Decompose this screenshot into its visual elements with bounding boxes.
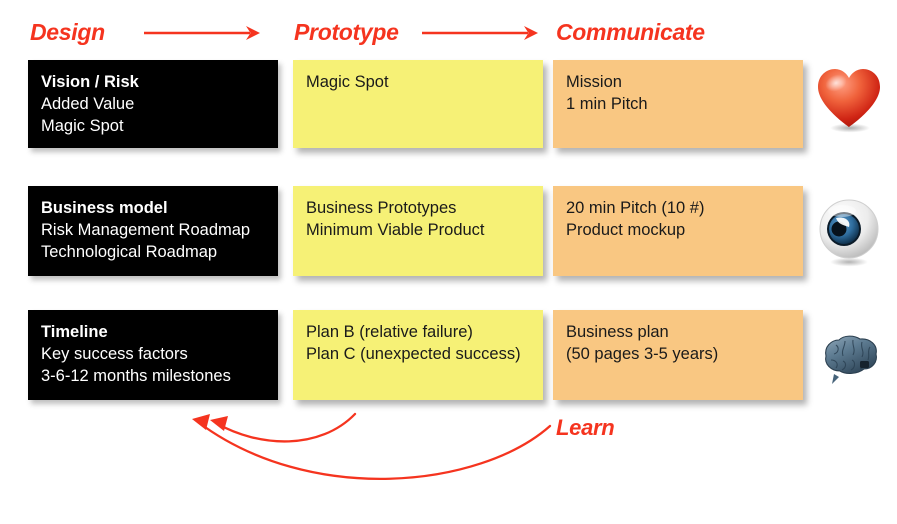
card-line: Technological Roadmap (41, 242, 218, 261)
arrow-right-icon-design-to-prototype (142, 20, 262, 46)
card-line: Plan B (relative failure) (306, 323, 473, 341)
card-communicate-row-1[interactable]: Mission 1 min Pitch (553, 60, 803, 148)
card-line: Added Value (41, 94, 135, 113)
card-design-row-2[interactable]: Business model Risk Management Roadmap T… (28, 186, 278, 276)
brain-icon (812, 322, 886, 396)
card-prototype-row-1[interactable]: Magic Spot (293, 60, 543, 148)
curved-arrow-left-icon-long (192, 414, 552, 481)
card-design-row-3[interactable]: Timeline Key success factors 3-6-12 mont… (28, 310, 278, 400)
column-header-communicate: Communicate (556, 19, 705, 45)
heart-icon (812, 62, 886, 136)
curved-arrow-left-icon-short (210, 412, 357, 443)
column-header-design: Design (30, 19, 105, 45)
card-design-row-1[interactable]: Vision / Risk Added Value Magic Spot (28, 60, 278, 148)
card-line: Vision / Risk (41, 73, 139, 91)
card-line: Plan C (unexpected success) (306, 344, 521, 363)
card-line: Product mockup (566, 220, 686, 239)
card-line: Mission (566, 73, 622, 91)
learn-label: Learn (556, 415, 615, 440)
card-line: Risk Management Roadmap (41, 220, 251, 239)
arrow-right-icon-prototype-to-communicate (420, 20, 540, 46)
column-header-prototype: Prototype (294, 19, 399, 45)
card-line: Business model (41, 199, 168, 217)
card-line: Key success factors (41, 344, 188, 363)
card-line: Magic Spot (306, 73, 389, 91)
eye-icon (812, 196, 886, 270)
card-line: (50 pages 3-5 years) (566, 344, 719, 363)
card-line: 20 min Pitch (10 #) (566, 199, 705, 217)
card-line: 1 min Pitch (566, 94, 648, 113)
card-line: Magic Spot (41, 116, 124, 135)
card-prototype-row-2[interactable]: Business Prototypes Minimum Viable Produ… (293, 186, 543, 276)
card-line: Minimum Viable Product (306, 220, 485, 239)
card-line: 3-6-12 months milestones (41, 366, 231, 385)
card-line: Business Prototypes (306, 199, 457, 217)
card-prototype-row-3[interactable]: Plan B (relative failure) Plan C (unexpe… (293, 310, 543, 400)
card-communicate-row-3[interactable]: Business plan (50 pages 3-5 years) (553, 310, 803, 400)
card-communicate-row-2[interactable]: 20 min Pitch (10 #) Product mockup (553, 186, 803, 276)
card-line: Timeline (41, 323, 108, 341)
feedback-loop-arrows (150, 402, 570, 512)
card-line: Business plan (566, 323, 669, 341)
